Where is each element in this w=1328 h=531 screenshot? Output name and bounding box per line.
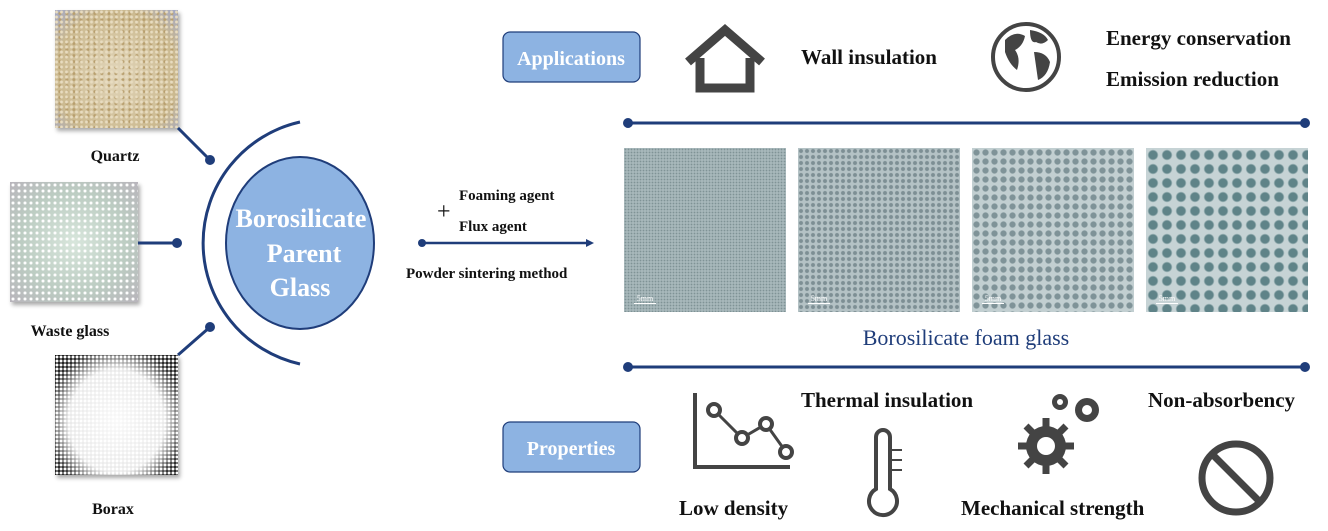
- label-waste-glass: Waste glass: [31, 323, 110, 340]
- foam-glass-photo-2: 5mm: [798, 148, 960, 312]
- additive-foaming-agent: Foaming agent: [459, 188, 554, 204]
- parent-glass-line-1: Borosilicate: [236, 204, 367, 233]
- divider-dot: [1300, 118, 1310, 128]
- application-emission-reduction: Emission reduction: [1106, 67, 1279, 91]
- arrow-tail-dot: [418, 239, 426, 247]
- connector-dot: [172, 238, 182, 248]
- scale-bar: 5mm: [634, 294, 656, 304]
- scale-bar: 5mm: [1156, 294, 1178, 304]
- foam-glass-photo-3: 5mm: [972, 148, 1134, 312]
- properties-label: Properties: [527, 438, 616, 460]
- divider-dot: [623, 118, 633, 128]
- borax-photo: [55, 355, 178, 475]
- property-thermal-insulation: Thermal insulation: [801, 388, 973, 412]
- plus-sign: +: [437, 199, 451, 225]
- house-icon: [685, 24, 765, 93]
- divider-dot: [1300, 362, 1310, 372]
- foam-glass-title: Borosilicate foam glass: [863, 325, 1070, 350]
- foam-glass-photo-4: 5mm: [1146, 148, 1308, 312]
- globe-icon: [991, 22, 1061, 92]
- parent-glass-line-2: Parent: [267, 239, 342, 268]
- arrow-head: [586, 239, 594, 247]
- properties-box: [502, 421, 641, 473]
- property-non-absorbency: Non-absorbency: [1148, 388, 1296, 412]
- additive-flux-agent: Flux agent: [459, 219, 527, 235]
- quartz-photo: [55, 10, 178, 128]
- gears-icon: [1018, 394, 1099, 474]
- connector-dot: [205, 155, 215, 165]
- process-method: Powder sintering method: [406, 266, 568, 282]
- label-borax: Borax: [92, 501, 134, 518]
- applications-box: [502, 31, 641, 83]
- application-energy-conservation: Energy conservation: [1106, 26, 1291, 50]
- prohibited-icon: [1198, 440, 1274, 516]
- material-connectors: [138, 120, 301, 366]
- line-chart-icon: [693, 393, 794, 469]
- property-low-density: Low density: [679, 496, 789, 520]
- parent-glass-line-3: Glass: [270, 273, 331, 302]
- connector-quartz: [176, 126, 212, 162]
- connector-borax: [177, 325, 211, 357]
- applications-label: Applications: [517, 48, 625, 70]
- scale-bar: 5mm: [808, 294, 830, 304]
- connector-dot: [205, 322, 215, 332]
- label-quartz: Quartz: [91, 148, 140, 165]
- application-wall-insulation: Wall insulation: [801, 45, 937, 69]
- scale-bar: 5mm: [982, 294, 1004, 304]
- foam-glass-photo-1: 5mm: [624, 148, 786, 312]
- divider-dot: [623, 362, 633, 372]
- waste-glass-photo: [10, 182, 138, 302]
- thermometer-icon: [867, 428, 902, 518]
- parent-glass-circle: [225, 156, 375, 330]
- bracket-arc: [201, 120, 301, 366]
- property-mechanical-strength: Mechanical strength: [961, 496, 1145, 520]
